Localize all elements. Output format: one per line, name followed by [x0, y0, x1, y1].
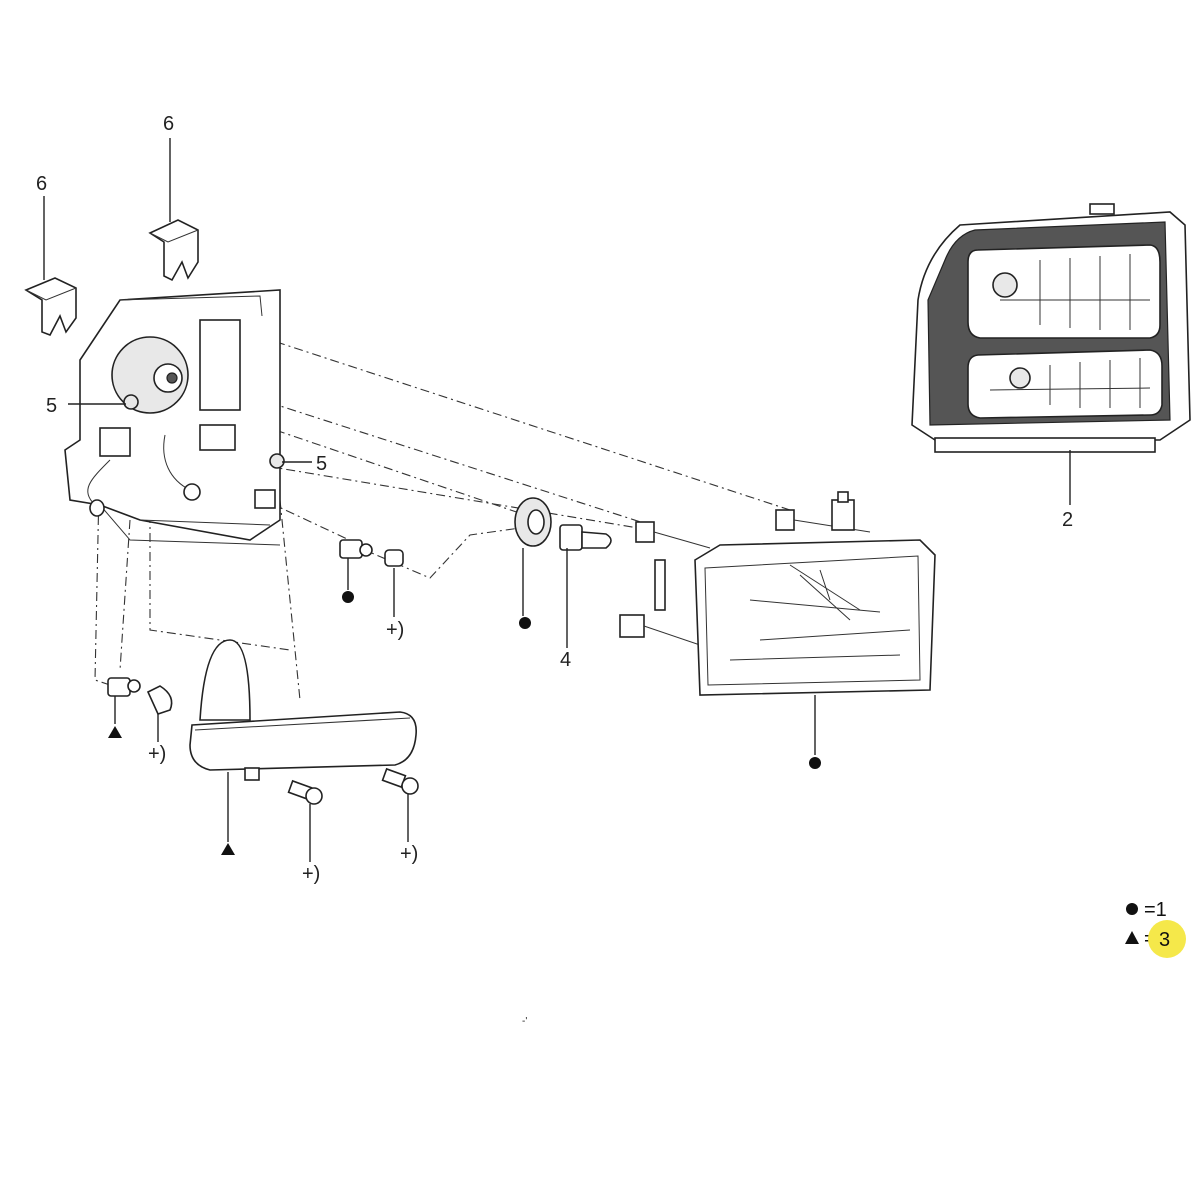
legend-triangle-symbol	[1125, 931, 1139, 944]
callout-4: 4	[560, 649, 571, 671]
callout-triangle-lamp	[221, 843, 235, 855]
callout-triangle-socket	[108, 726, 122, 738]
grommet-left	[123, 394, 139, 410]
legend: =1 = 3	[1125, 899, 1186, 958]
callout-5-right: 5	[316, 453, 327, 475]
headlamp-lens	[694, 539, 936, 696]
headlamp-housing	[64, 289, 281, 546]
adjuster-bolt-low	[619, 559, 701, 646]
screw-right	[381, 767, 419, 795]
callout-6-right: 6	[163, 113, 174, 135]
socket-small	[339, 539, 373, 559]
callout-plus-bulb-lower: +)	[148, 743, 166, 765]
mounting-clip-left	[24, 277, 77, 336]
socket-lower	[107, 677, 141, 697]
legend-triangle-value: 3	[1159, 929, 1170, 951]
grommet-right	[269, 453, 285, 469]
adjuster-bolt-mid	[635, 521, 711, 549]
leader-lines	[43, 138, 1071, 862]
callout-dot-socket	[342, 591, 354, 603]
callout-2: 2	[1062, 509, 1073, 531]
headlamp-bulb	[559, 524, 612, 551]
callout-plus-screw-left: +)	[302, 863, 320, 885]
bulb-lower	[146, 685, 173, 715]
seal-ring	[514, 497, 552, 547]
bulb-small	[384, 549, 404, 567]
screw-left	[287, 779, 323, 805]
callout-plus-screw-right: +)	[400, 843, 418, 865]
legend-dot-symbol	[1126, 903, 1138, 915]
callout-5-left: 5	[46, 395, 57, 417]
mounting-clip-right	[148, 219, 199, 282]
callout-dot-seal	[519, 617, 531, 629]
legend-highlight	[1148, 920, 1186, 958]
adjuster-bolt-top	[775, 491, 871, 533]
callout-6-left: 6	[36, 173, 47, 195]
headlamp-assembly	[911, 203, 1191, 453]
callout-dot-lens	[809, 757, 821, 769]
stray-mark: -'	[522, 1016, 527, 1027]
callout-plus-bulb: +)	[386, 619, 404, 641]
turn-signal-lamp	[189, 639, 417, 781]
legend-dot-value: =1	[1144, 899, 1167, 921]
